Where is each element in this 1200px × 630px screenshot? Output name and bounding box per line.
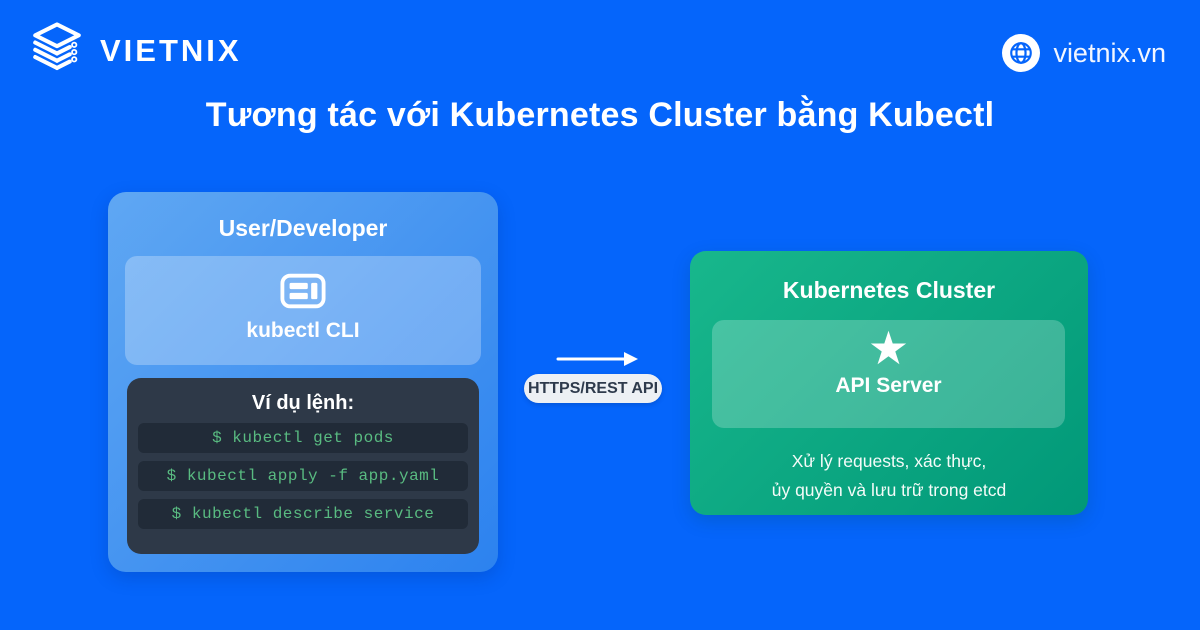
website-link: vietnix.vn bbox=[1002, 34, 1166, 72]
brand: VIETNIX bbox=[28, 20, 242, 81]
command-row: $ kubectl describe service bbox=[138, 499, 468, 529]
api-server-card: ★ API Server bbox=[712, 320, 1065, 428]
vietnix-stacked-layers-icon bbox=[28, 20, 86, 81]
cluster-description: Xử lý requests, xác thực, ủy quyền và lư… bbox=[690, 447, 1088, 505]
command-row: $ kubectl apply -f app.yaml bbox=[138, 461, 468, 491]
kubectl-cli-label: kubectl CLI bbox=[246, 319, 360, 342]
website-text: vietnix.vn bbox=[1053, 37, 1166, 68]
kubectl-cli-card: kubectl CLI bbox=[125, 256, 481, 365]
cluster-description-line2: ủy quyền và lưu trữ trong etcd bbox=[771, 480, 1007, 500]
star-icon: ★ bbox=[867, 321, 910, 375]
kubernetes-cluster-panel: Kubernetes Cluster ★ API Server Xử lý re… bbox=[690, 251, 1088, 515]
page-title: Tương tác với Kubernetes Cluster bằng Ku… bbox=[205, 96, 995, 134]
kubernetes-cluster-title: Kubernetes Cluster bbox=[782, 277, 996, 303]
https-rest-api-badge: HTTPS/REST API bbox=[524, 374, 662, 403]
user-developer-panel: User/Developer kubectl CLI Ví dụ lệnh: $… bbox=[108, 192, 498, 572]
right-arrow-icon bbox=[556, 350, 640, 373]
example-commands-card: Ví dụ lệnh: $ kubectl get pods $ kubectl… bbox=[127, 378, 479, 554]
brand-name: VIETNIX bbox=[100, 32, 242, 68]
globe-icon bbox=[1002, 34, 1041, 72]
example-commands-title: Ví dụ lệnh: bbox=[251, 392, 355, 414]
terminal-window-icon bbox=[125, 273, 481, 314]
user-developer-title: User/Developer bbox=[218, 215, 388, 241]
cluster-description-line1: Xử lý requests, xác thực, bbox=[791, 451, 987, 471]
api-server-label: API Server bbox=[835, 374, 942, 397]
command-row: $ kubectl get pods bbox=[138, 423, 468, 453]
